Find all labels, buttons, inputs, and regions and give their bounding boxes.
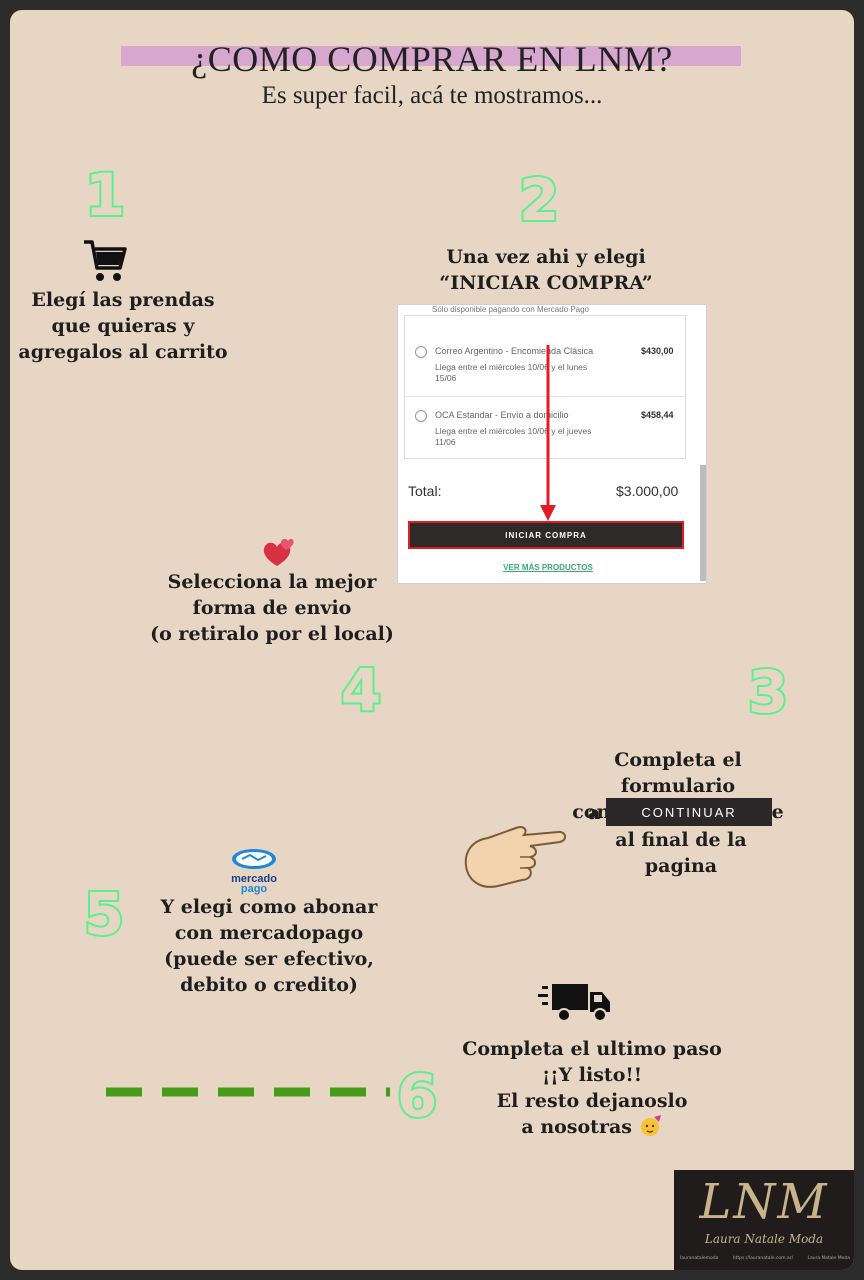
logo-subtitle: Laura Natale Moda	[704, 1232, 824, 1246]
logo-footer: lauranatalemoda https://lauranatale.com.…	[680, 1256, 850, 1261]
shipping-option-name: Correo Argentino - Encomienda Clásica	[435, 346, 594, 356]
hearts-icon	[263, 538, 294, 566]
delivery-truck-icon	[538, 984, 610, 1022]
step-4-text: Selecciona la mejor forma de envio (o re…	[150, 571, 394, 645]
shipping-option-name: OCA Estandar - Envío a domicilio	[435, 410, 569, 420]
step-3-number: 3	[746, 656, 790, 728]
logo-main-text: LNM	[699, 1174, 829, 1230]
title-highlight	[121, 46, 741, 66]
continuar-button[interactable]: CONTINUAR	[606, 798, 772, 826]
shopping-cart-icon	[84, 240, 127, 281]
scrollbar[interactable]	[700, 465, 706, 581]
step-6-number: 6	[395, 1060, 439, 1132]
step-5-text: Y elegi como abonar con mercadopago (pue…	[160, 896, 378, 996]
shipping-option-detail: Llega entre el miércoles 10/06 y el lune…	[435, 362, 588, 383]
step-2-number: 2	[517, 164, 561, 236]
shipping-option-detail: Llega entre el miércoles 10/06 y el juev…	[435, 426, 592, 447]
website-url: https://lauranatale.com.ar/	[732, 1256, 794, 1261]
mercadopago-logo: mercado pago	[228, 848, 280, 895]
step-1-number: 1	[83, 159, 127, 231]
mercadopago-logo-text: mercado pago	[231, 873, 277, 895]
mercadopago-handshake-icon	[232, 849, 276, 869]
checkout-screenshot: Sólo disponible pagando con Mercado Pago…	[397, 304, 707, 584]
page-subtitle: Es super facil, acá te mostramos...	[261, 82, 603, 109]
total-value: $3.000,00	[616, 483, 679, 499]
shipping-option-price: $430,00	[641, 346, 674, 356]
step-5-number: 5	[82, 878, 126, 950]
total-label: Total:	[408, 483, 442, 499]
facebook-name: Laura Natale Moda	[807, 1256, 851, 1261]
ver-mas-productos-link[interactable]: VER MÁS PRODUCTOS	[503, 563, 593, 572]
iniciar-compra-button[interactable]: INICIAR COMPRA	[408, 521, 684, 549]
shipping-option-price: $458,44	[641, 410, 674, 420]
step-2-text: Una vez ahi y elegi “INICIAR COMPRA”	[439, 246, 653, 294]
shipping-options-box: Correo Argentino - Encomienda Clásica $4…	[404, 315, 686, 459]
infographic-panel: ¿COMO COMPRAR EN LNM? Es super facil, ac…	[10, 10, 854, 1270]
option-divider	[405, 396, 685, 397]
page-title: ¿COMO COMPRAR EN LNM?	[191, 39, 673, 79]
step-path	[101, 190, 773, 1097]
instagram-handle: lauranatalemoda	[680, 1256, 719, 1261]
step-1-text: Elegí las prendas que quieras y agregalo…	[18, 289, 228, 363]
step-4-number: 4	[339, 654, 383, 726]
lnm-logo: LNM Laura Natale Moda lauranatalemoda ht…	[674, 1170, 854, 1270]
shipping-radio-1[interactable]	[415, 346, 427, 358]
checkout-note: Sólo disponible pagando con Mercado Pago	[432, 305, 590, 314]
party-face-icon	[639, 1115, 663, 1137]
shipping-radio-2[interactable]	[415, 410, 427, 422]
red-arrow-icon	[540, 345, 556, 521]
step-3-prefix: a	[587, 802, 601, 824]
pointing-hand-icon	[464, 826, 566, 888]
step-6-text: Completa el ultimo paso ¡¡Y listo!! El r…	[462, 1038, 722, 1138]
step-3-text-after: al final de la pagina	[615, 829, 747, 877]
